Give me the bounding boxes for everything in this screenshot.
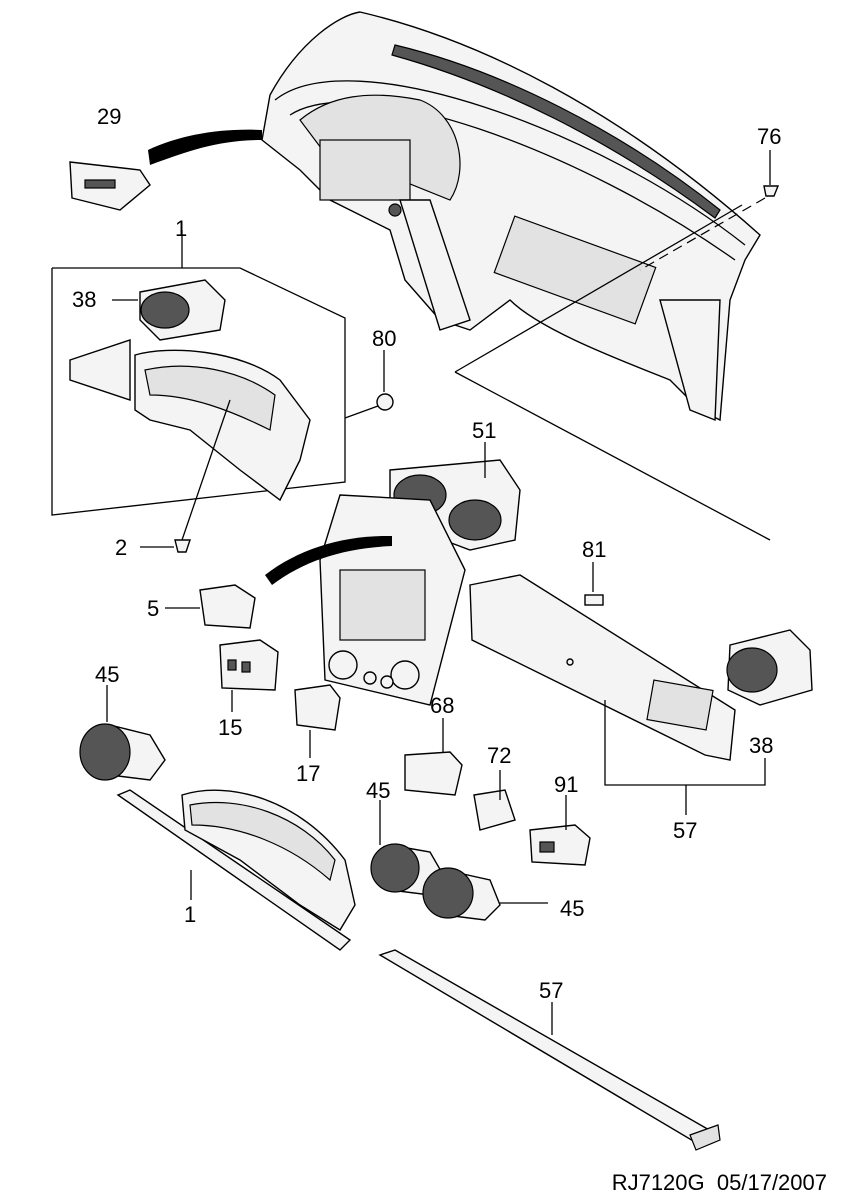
part-57-trim-bottom — [378, 949, 721, 1151]
leader-box-top — [454, 204, 743, 373]
callout-57-bottom: 57 — [539, 978, 563, 1003]
callout-5: 5 — [147, 596, 159, 621]
callout-1-bottom: 1 — [184, 902, 196, 927]
leader-76 — [639, 197, 766, 271]
callout-labels: 29 76 1 38 80 51 2 81 5 45 68 15 38 72 1… — [72, 104, 781, 1003]
footer-code: RJ7120G — [611, 1170, 705, 1195]
part-68-switch — [404, 718, 463, 796]
part-17-switch — [294, 684, 341, 758]
center-console-bezel — [319, 494, 466, 706]
part-15-switch — [219, 639, 279, 712]
part-76-screw — [763, 150, 780, 197]
cluster-bezel-bottom — [116, 789, 356, 951]
footer-date: 05/17/2007 — [716, 1170, 827, 1195]
callout-38-top: 38 — [72, 287, 96, 312]
callout-91: 91 — [554, 772, 578, 797]
callout-38-right: 38 — [749, 733, 773, 758]
group-1-box — [51, 230, 346, 516]
callout-80: 80 — [372, 326, 396, 351]
cluster-bezel-top — [69, 339, 311, 502]
part-29-clip — [69, 161, 151, 211]
part-38-vent-right — [726, 629, 813, 706]
part-57-trim-right — [469, 574, 736, 761]
callout-45-bottom: 45 — [560, 896, 584, 921]
part-72-blank — [473, 770, 516, 831]
bracket-57-right — [604, 700, 766, 786]
callout-29: 29 — [97, 104, 121, 129]
part-38-vent-top — [112, 279, 226, 341]
part-81-clip — [584, 562, 604, 606]
callout-45-left: 45 — [95, 662, 119, 687]
part-45-vent-left — [79, 685, 166, 781]
leader-box-bottom — [454, 371, 771, 541]
part-45-vent-bottom — [422, 867, 548, 921]
callout-57-right: 57 — [673, 818, 697, 843]
callout-51: 51 — [472, 418, 496, 443]
callout-1-top: 1 — [175, 216, 187, 241]
part-80-clip — [344, 350, 394, 419]
dashboard-panel — [261, 11, 761, 422]
diagram-footer: RJ7120G 05/17/2007 — [612, 1170, 827, 1196]
callout-81: 81 — [582, 537, 606, 562]
callout-45-mid: 45 — [366, 778, 390, 803]
callout-76: 76 — [757, 124, 781, 149]
part-2-screw — [140, 399, 231, 553]
callout-68: 68 — [430, 693, 454, 718]
part-5-switch — [165, 584, 256, 629]
callout-17: 17 — [296, 761, 320, 786]
callout-15: 15 — [218, 715, 242, 740]
arrow-console — [265, 535, 392, 585]
part-91-switch — [529, 795, 591, 866]
callout-72: 72 — [487, 743, 511, 768]
callout-2: 2 — [115, 535, 127, 560]
arrow-29 — [148, 129, 262, 165]
